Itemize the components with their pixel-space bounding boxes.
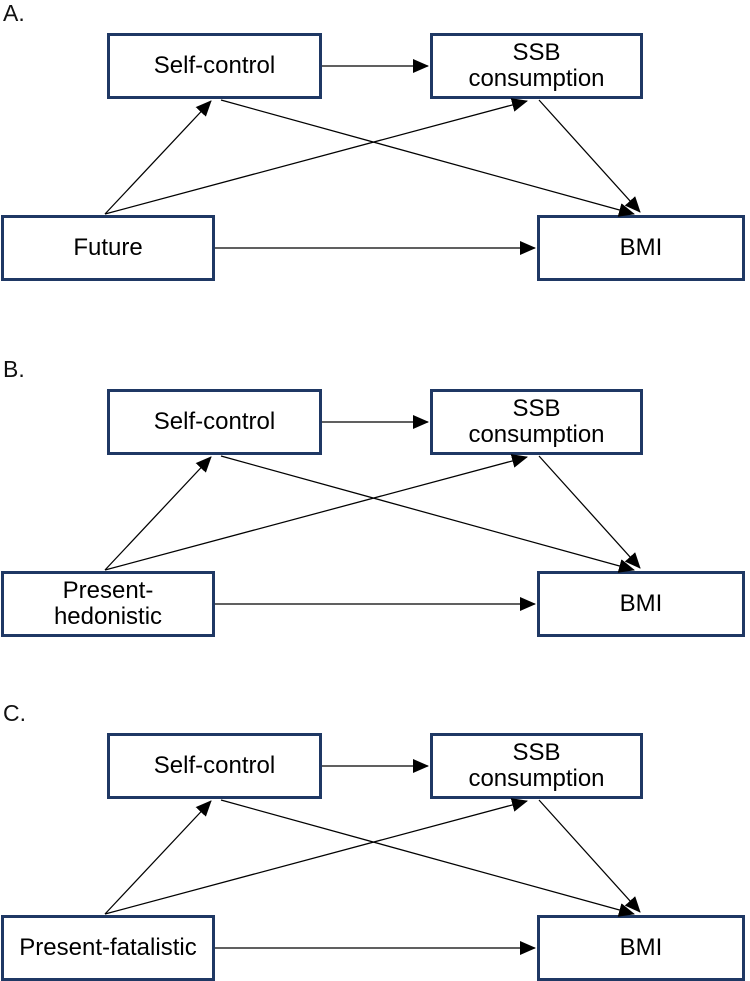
box-ssb-consumption: SSB consumption — [430, 389, 643, 455]
box-bmi: BMI — [537, 915, 745, 981]
arrow-ssb-consumption-to-bmi — [538, 99, 641, 213]
arrow-predictor-to-ssb-consumption — [104, 98, 528, 215]
box-bmi-text: BMI — [619, 934, 663, 961]
box-self-control: Self-control — [107, 389, 322, 455]
panel-c: C. Self-control SSB consumption Present-… — [0, 700, 750, 981]
arrow-self-control-to-bmi — [220, 99, 635, 217]
box-predictor-text: Future — [73, 234, 143, 261]
arrow-predictor-to-self-control — [104, 800, 212, 915]
panel-c-label: C. — [3, 700, 26, 726]
box-bmi-text: BMI — [619, 590, 663, 617]
box-ssb-consumption: SSB consumption — [430, 733, 643, 799]
box-predictor-future: Future — [1, 215, 215, 281]
box-self-control-text: Self-control — [153, 752, 276, 779]
panel-a-label: A. — [3, 0, 25, 26]
box-self-control-text: Self-control — [153, 408, 276, 435]
box-ssb-consumption: SSB consumption — [430, 33, 643, 99]
arrow-predictor-to-self-control — [104, 456, 212, 571]
panel-b: B. Self-control SSB consumption Present-… — [0, 356, 750, 686]
panel-b-label: B. — [3, 356, 25, 382]
box-self-control: Self-control — [107, 733, 322, 799]
arrow-ssb-consumption-to-bmi — [538, 799, 641, 913]
box-predictor-text: Present- hedonistic — [53, 577, 163, 630]
arrow-ssb-consumption-to-bmi — [538, 455, 641, 569]
arrow-self-control-to-bmi — [220, 455, 635, 573]
box-bmi: BMI — [537, 571, 745, 637]
arrow-self-control-to-bmi — [220, 799, 635, 917]
box-ssb-consumption-text: SSB consumption — [468, 395, 605, 448]
box-bmi: BMI — [537, 215, 745, 281]
panel-a: A. Self-control SSB consumption Future B… — [0, 0, 750, 330]
box-ssb-consumption-text: SSB consumption — [468, 739, 605, 792]
arrow-predictor-to-ssb-consumption — [104, 798, 528, 915]
arrow-predictor-to-self-control — [104, 100, 212, 215]
box-self-control: Self-control — [107, 33, 322, 99]
box-predictor-present-hedonistic: Present- hedonistic — [1, 571, 215, 637]
box-ssb-consumption-text: SSB consumption — [468, 39, 605, 92]
box-bmi-text: BMI — [619, 234, 663, 261]
box-predictor-text: Present-fatalistic — [19, 934, 197, 961]
box-self-control-text: Self-control — [153, 52, 276, 79]
box-predictor-present-fatalistic: Present-fatalistic — [1, 915, 215, 981]
arrow-predictor-to-ssb-consumption — [104, 454, 528, 571]
